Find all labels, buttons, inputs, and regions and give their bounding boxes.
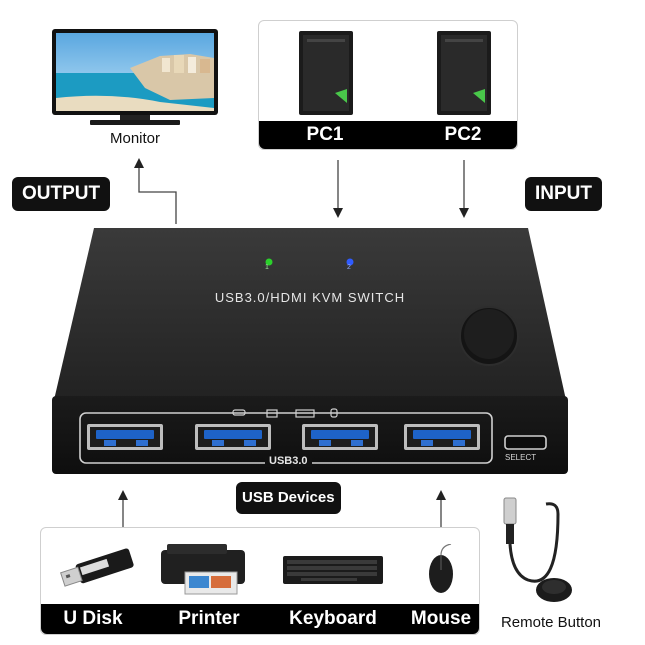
pc2-label: PC2 xyxy=(444,124,482,145)
monitor-label: Monitor xyxy=(109,130,161,147)
usb-port-1[interactable] xyxy=(87,424,163,450)
remote-button-icon xyxy=(503,497,572,602)
usb-drive-icon xyxy=(60,548,134,587)
pc-panel: PC1 PC2 xyxy=(258,20,518,150)
usb-label: USB3.0 xyxy=(265,455,312,467)
output-label: OUTPUT xyxy=(12,177,111,211)
pc1-label: PC1 xyxy=(306,124,344,145)
usb-devices-label: USB Devices xyxy=(236,482,341,514)
pc-tower-icon xyxy=(437,31,491,115)
remote-button-label: Remote Button xyxy=(500,614,602,631)
keyboard-icon xyxy=(283,556,383,584)
usb-port-3[interactable] xyxy=(302,424,378,450)
printer-label: Printer xyxy=(178,608,240,629)
switch-title: USB3.0/HDMI KVM SWITCH xyxy=(214,290,406,305)
monitor-icon xyxy=(52,29,218,125)
connection-arrows-bottom xyxy=(118,490,446,528)
usb-port-4[interactable] xyxy=(404,424,480,450)
led-2-label: 2 xyxy=(347,264,351,271)
usb-devices-panel: U Disk Printer Keyboard Mouse xyxy=(40,527,480,635)
select-port[interactable] xyxy=(505,436,546,449)
pc-tower-icon xyxy=(299,31,353,115)
printer-icon xyxy=(161,544,245,595)
keyboard-label: Keyboard xyxy=(289,608,377,629)
udisk-label: U Disk xyxy=(63,608,123,629)
input-label: INPUT xyxy=(525,177,602,211)
mouse-label: Mouse xyxy=(410,608,472,629)
led-1-label: 1 xyxy=(265,264,269,271)
mouse-icon xyxy=(429,544,453,593)
select-label: SELECT xyxy=(505,453,537,462)
usb-devices-bar: U Disk Printer Keyboard Mouse xyxy=(41,604,479,634)
pc-label-bar: PC1 PC2 xyxy=(259,121,517,149)
connection-arrows-top xyxy=(134,158,469,224)
usb-port-2[interactable] xyxy=(195,424,271,450)
remote-select-button[interactable] xyxy=(460,305,518,363)
